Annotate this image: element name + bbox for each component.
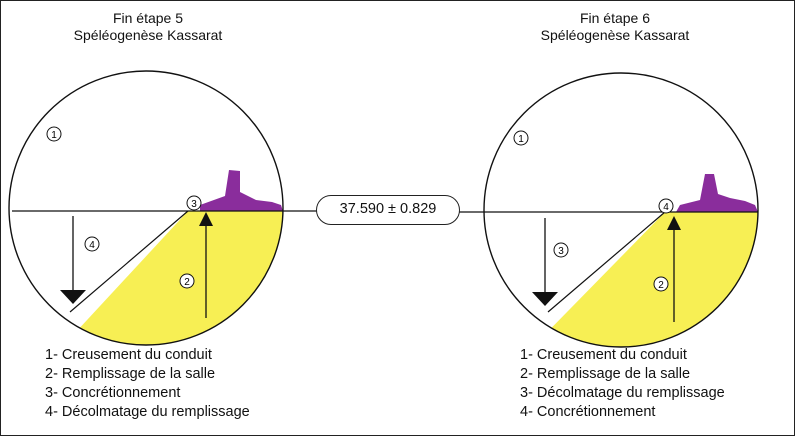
right-title: Fin étape 6 Spéléogenèse Kassarat [515,10,715,44]
right-conduit-outline [483,72,759,348]
left-marker-1-label: 1 [51,130,57,141]
right-fill-slope [547,211,666,313]
right-legend-item: 1- Creusement du conduit [520,347,687,363]
right-marker-2-label: 2 [658,280,664,291]
right-legend-item: 3- Décolmatage du remplissage [520,385,725,401]
right-title-line1: Fin étape 6 [579,10,651,26]
right-concretion [676,174,758,212]
left-sediment-fill [50,211,283,345]
left-fill-slope [69,210,189,313]
left-up-arrow-head [199,212,213,226]
left-legend-item: 2- Remplissage de la salle [45,366,216,382]
right-up-arrow-head [667,216,681,230]
right-marker-3 [553,242,569,258]
left-legend-item: 3- Concrétionnement [45,385,181,401]
left-concretion [200,170,283,211]
right-legend: 1- Creusement du conduit 2- Remplissage … [520,346,792,422]
right-marker-4-label: 4 [663,202,669,213]
left-marker-4 [84,236,100,252]
right-marker-1-label: 1 [518,134,524,145]
left-legend-item: 1- Creusement du conduit [45,347,212,363]
right-legend-item: 2- Remplissage de la salle [520,366,691,382]
left-conduit-outline [8,70,284,346]
right-sediment-fill [520,212,758,347]
left-legend: 1- Creusement du conduit 2- Remplissage … [45,346,250,422]
right-cross-section: 1 4 3 2 [458,72,759,348]
left-legend-item: 4- Décolmatage du remplissage [45,404,250,420]
left-down-arrow-head [60,290,86,304]
right-marker-3-label: 3 [558,246,564,257]
right-down-arrow-head [532,292,558,306]
right-marker-4 [658,198,674,214]
left-marker-3 [186,195,202,211]
right-marker-1 [513,130,529,146]
right-marker-2 [653,276,669,292]
left-marker-4-label: 4 [89,240,95,251]
right-legend-item: 4- Concrétionnement [520,404,656,420]
left-marker-3-label: 3 [191,199,197,210]
left-marker-1 [46,126,62,142]
left-title-line2: Spéléogenèse Kassarat [73,27,223,43]
left-title-line1: Fin étape 5 [112,10,184,26]
left-marker-2 [179,273,195,289]
right-title-line2: Spéléogenèse Kassarat [540,27,690,43]
left-marker-2-label: 2 [184,277,190,288]
left-cross-section: 1 3 4 2 [8,70,322,346]
left-title: Fin étape 5 Spéléogenèse Kassarat [48,10,248,44]
age-readout: 37.590 ± 0.829 [316,195,460,225]
